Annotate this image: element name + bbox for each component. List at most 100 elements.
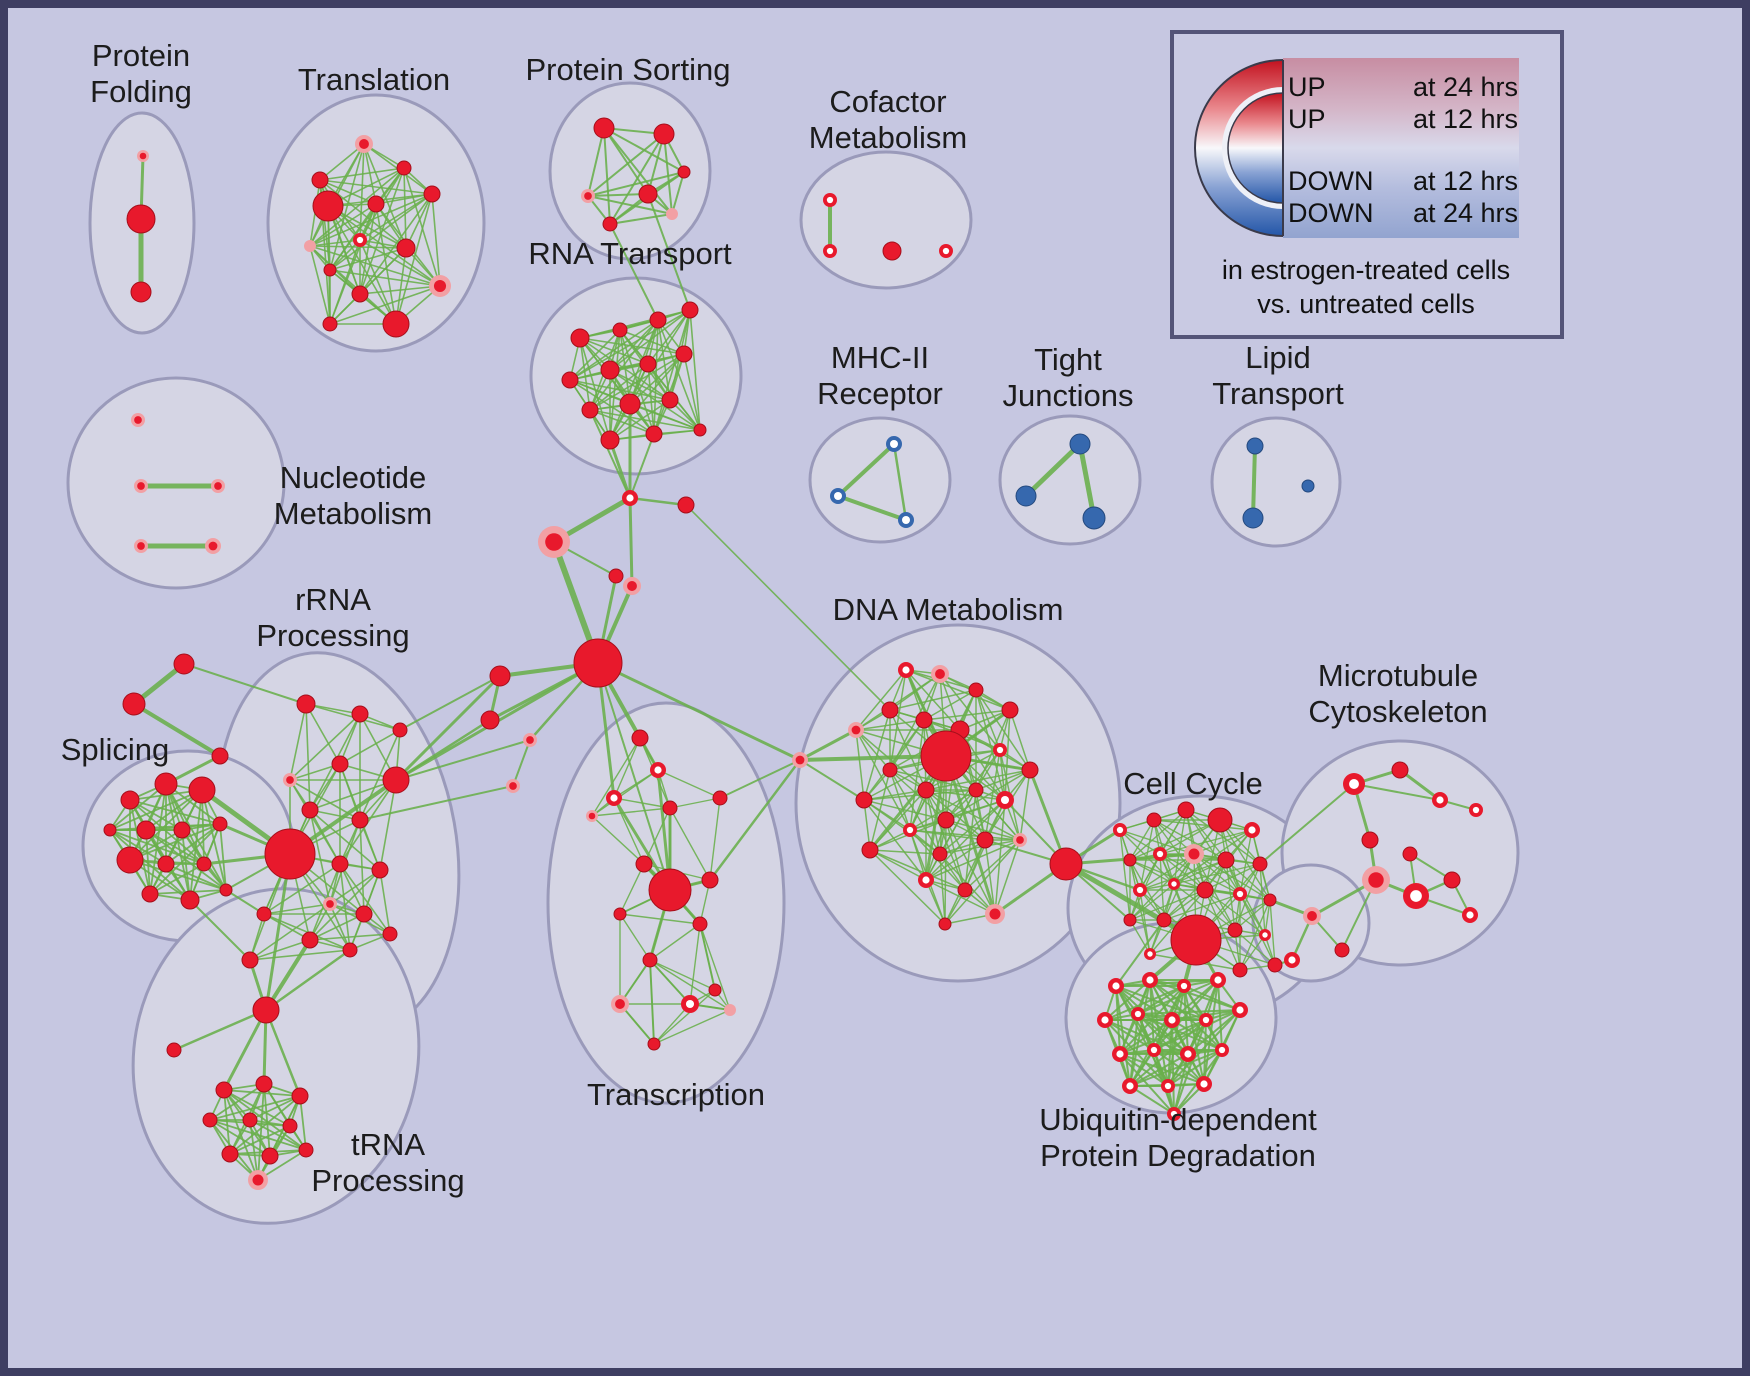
node-rt9[interactable]	[581, 401, 599, 419]
node-pf3[interactable]	[130, 281, 152, 303]
node-sp7[interactable]	[116, 846, 144, 874]
node-cm2[interactable]	[823, 244, 837, 258]
node-rp13[interactable]	[355, 905, 373, 923]
node-dm4[interactable]	[931, 665, 949, 683]
node-mc6[interactable]	[1402, 846, 1418, 862]
node-ub9[interactable]	[1232, 1002, 1248, 1018]
node-tc4[interactable]	[662, 800, 678, 816]
node-tr10[interactable]	[429, 275, 451, 297]
node-mc4[interactable]	[1469, 803, 1483, 817]
node-sp8[interactable]	[157, 855, 175, 873]
node-tc12[interactable]	[642, 952, 658, 968]
node-rp7[interactable]	[301, 801, 319, 819]
node-rp4[interactable]	[283, 773, 297, 787]
node-fr3[interactable]	[523, 733, 537, 747]
node-nm1[interactable]	[131, 413, 145, 427]
node-ps3[interactable]	[581, 189, 595, 203]
node-cn4[interactable]	[608, 568, 624, 584]
node-dm13[interactable]	[855, 791, 873, 809]
node-cm1[interactable]	[823, 193, 837, 207]
node-tc9[interactable]	[701, 871, 719, 889]
node-cc21[interactable]	[1144, 948, 1156, 960]
node-ub13[interactable]	[1215, 1043, 1229, 1057]
node-rp15[interactable]	[342, 942, 358, 958]
node-tr13[interactable]	[382, 310, 410, 338]
node-tr3[interactable]	[396, 160, 412, 176]
node-dm7[interactable]	[915, 711, 933, 729]
node-mc2[interactable]	[1391, 761, 1409, 779]
node-tr5[interactable]	[367, 195, 385, 213]
node-tj1[interactable]	[1069, 433, 1091, 455]
node-lt2[interactable]	[1242, 507, 1264, 529]
node-tc15[interactable]	[681, 995, 699, 1013]
node-tr7[interactable]	[304, 240, 316, 252]
node-ub17[interactable]	[1167, 1107, 1181, 1121]
node-cc14[interactable]	[1233, 887, 1247, 901]
node-ps2[interactable]	[653, 123, 675, 145]
node-cc10[interactable]	[1252, 856, 1268, 872]
node-cc2[interactable]	[1146, 812, 1162, 828]
node-dm17[interactable]	[937, 811, 955, 829]
node-rt7[interactable]	[639, 355, 657, 373]
node-fr2[interactable]	[480, 710, 500, 730]
node-ub15[interactable]	[1161, 1079, 1175, 1093]
node-tp11[interactable]	[298, 1142, 314, 1158]
node-tc13[interactable]	[708, 983, 722, 997]
node-rp1[interactable]	[296, 694, 316, 714]
node-cc23[interactable]	[1232, 962, 1248, 978]
node-dm16[interactable]	[996, 791, 1014, 809]
node-dm14[interactable]	[917, 781, 935, 799]
node-sp10[interactable]	[141, 885, 159, 903]
node-ub10[interactable]	[1112, 1046, 1128, 1062]
node-tr14[interactable]	[322, 316, 338, 332]
node-nm4[interactable]	[134, 539, 148, 553]
node-mc13[interactable]	[1462, 907, 1478, 923]
node-cn3[interactable]	[538, 526, 570, 558]
node-tp1[interactable]	[252, 996, 280, 1024]
node-lt1[interactable]	[1246, 437, 1264, 455]
node-ub8[interactable]	[1199, 1013, 1213, 1027]
node-dm26[interactable]	[938, 917, 952, 931]
node-ub11[interactable]	[1147, 1043, 1161, 1057]
node-rt6[interactable]	[600, 360, 620, 380]
node-rp5[interactable]	[331, 755, 349, 773]
node-tr11[interactable]	[323, 263, 337, 277]
node-mh3[interactable]	[898, 512, 914, 528]
node-ps6[interactable]	[666, 208, 678, 220]
node-ub12[interactable]	[1180, 1046, 1196, 1062]
node-cnx[interactable]	[792, 752, 808, 768]
node-tp6[interactable]	[202, 1112, 218, 1128]
node-sp9[interactable]	[196, 856, 212, 872]
node-ub14[interactable]	[1122, 1078, 1138, 1094]
node-ub5[interactable]	[1097, 1012, 1113, 1028]
node-tc7[interactable]	[635, 855, 653, 873]
node-sp12[interactable]	[219, 883, 233, 897]
node-sp2[interactable]	[154, 772, 178, 796]
node-rt4[interactable]	[681, 301, 699, 319]
node-rp3[interactable]	[392, 722, 408, 738]
node-rp12[interactable]	[323, 897, 337, 911]
node-cc16[interactable]	[1123, 913, 1137, 927]
node-tp7[interactable]	[242, 1112, 258, 1128]
node-tc17[interactable]	[647, 1037, 661, 1051]
node-dm24[interactable]	[957, 882, 973, 898]
node-cn5[interactable]	[623, 577, 641, 595]
node-cc1[interactable]	[1113, 823, 1127, 837]
node-dm15[interactable]	[968, 782, 984, 798]
node-tp8[interactable]	[282, 1118, 298, 1134]
node-cm4[interactable]	[939, 244, 953, 258]
node-rp6[interactable]	[382, 766, 410, 794]
node-rt8[interactable]	[675, 345, 693, 363]
node-cc15[interactable]	[1263, 893, 1277, 907]
node-ub3[interactable]	[1177, 979, 1191, 993]
node-tc14[interactable]	[611, 995, 629, 1013]
node-ub16[interactable]	[1196, 1076, 1212, 1092]
node-mc8[interactable]	[1403, 883, 1429, 909]
node-rp8[interactable]	[351, 811, 369, 829]
node-mc5[interactable]	[1361, 831, 1379, 849]
node-mc3[interactable]	[1432, 792, 1448, 808]
node-dm2[interactable]	[881, 701, 899, 719]
node-tr6[interactable]	[423, 185, 441, 203]
node-mc1[interactable]	[1343, 773, 1365, 795]
node-nm5[interactable]	[205, 538, 221, 554]
